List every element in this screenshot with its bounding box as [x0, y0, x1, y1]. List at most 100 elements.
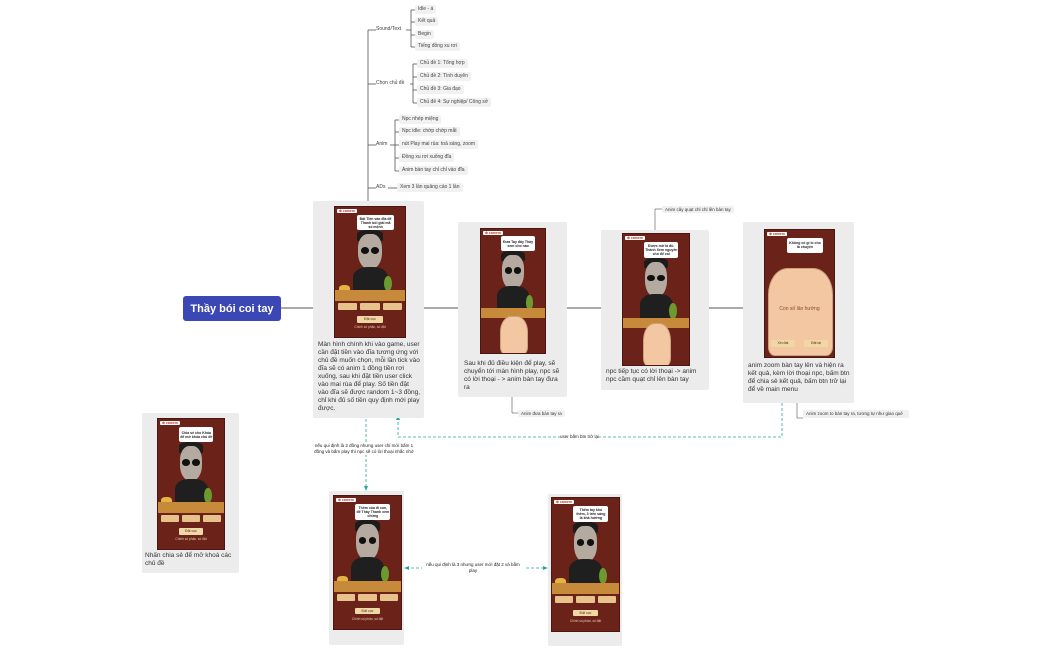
topic-plate-3[interactable] — [379, 594, 399, 602]
npc-body — [639, 294, 673, 321]
caption-hand: Sau khi đủ điều kiện để play, sẽ chuyển … — [464, 360, 560, 391]
gold-ingot-icon — [338, 285, 350, 293]
palm-result-text: Con số lăn hướng — [779, 306, 820, 313]
npc-speech-bubble: Thêm tay khú thêm, 3 trên sáng là khả hư… — [573, 505, 609, 522]
npc-body — [350, 557, 385, 584]
footer-text: Chính số phận, số đặt — [175, 537, 207, 542]
npc-speech-bubble: Được mở là đủ. Thánh Xem nguyên cho để c… — [644, 241, 679, 258]
npc-speech-bubble: Chia sẻ cho Khóa để mở khóa chủ đề — [179, 426, 214, 443]
leaf-anim-4: Đồng xu rơi xuống đĩa — [399, 153, 455, 162]
npc-glasses — [647, 274, 665, 282]
npc-glasses — [360, 247, 380, 254]
table — [623, 317, 689, 329]
play-button[interactable]: Đặt cọc — [355, 607, 380, 615]
footer-text: Chính số phận, số đặt — [354, 325, 386, 330]
npc-body — [497, 286, 529, 311]
leaf-sound-4: Tiếng đồng xu rơi — [415, 42, 460, 51]
note-fan: Anim cây quạt chỉ chỉ lên bàn tay — [662, 206, 734, 213]
npc-speech-bubble: Thêm của đi con, để Thầy Thánh xem chứng — [355, 503, 391, 520]
gold-ingot-icon — [161, 497, 172, 505]
flow-label-back: user bấm btn trở lại — [560, 434, 599, 440]
leaf-sound-2: Kết quả — [415, 17, 439, 26]
npc-speech-bubble: Không có gì lo cho là chuyện — [787, 237, 823, 253]
branch-anim: Anim — [376, 141, 388, 147]
topic-plate-3[interactable] — [597, 596, 617, 604]
topic-plate-2[interactable] — [358, 594, 377, 602]
app-logo: ⊕ camem — [554, 500, 574, 504]
npc-head — [179, 446, 203, 482]
leaf-anim-5: Anim bàn tay chỉ chỉ vào đĩa — [399, 166, 468, 175]
table — [481, 308, 545, 319]
npc-head — [502, 255, 524, 289]
topic-plate-1[interactable] — [554, 596, 574, 604]
play-button[interactable]: Đặt cọc — [179, 528, 203, 535]
root-title[interactable]: Thầy bói coi tay — [183, 296, 281, 321]
note-result: Anim zoom to bàn tay ra, tương tự như gi… — [803, 410, 909, 418]
palm-hand-icon — [500, 315, 528, 353]
footer-text: Chính số phận, số đặt — [569, 619, 602, 624]
palm-hand-icon — [642, 323, 672, 365]
app-logo: ⊕ camem — [337, 209, 357, 213]
npc-glasses — [182, 459, 200, 466]
npc-speech-bubble: Đặt Tiền vào đĩa để Thánh bói giải mã số… — [357, 214, 394, 231]
caption-result: anim zoom bàn tay lên và hiện ra kết quả… — [748, 362, 850, 393]
topic-plate-1[interactable] — [160, 515, 180, 522]
play-button[interactable]: Đặt cọc — [573, 609, 598, 617]
topic-plate-3[interactable] — [202, 515, 222, 522]
branch-ads: ADs — [376, 184, 386, 190]
topic-plate-2[interactable] — [181, 515, 201, 522]
plant-icon — [204, 487, 213, 504]
play-button[interactable]: Đặt cọc — [357, 316, 383, 323]
app-logo: ⊕ camem — [336, 498, 356, 502]
topic-plate-3[interactable] — [382, 303, 403, 310]
leaf-ads-1: Xem 3 lần quảng cáo 1 lần — [397, 183, 463, 192]
leaf-sound-1: Idle - á — [415, 5, 437, 14]
plant-icon — [598, 568, 607, 585]
table — [335, 290, 405, 301]
back-button[interactable]: Đặt lại — [803, 340, 829, 347]
gold-ingot-icon — [337, 575, 349, 584]
leaf-topic-3: Chủ đề 3: Gia đạo — [417, 85, 464, 94]
npc-body — [568, 559, 603, 586]
plant-icon — [669, 303, 678, 320]
app-logo: ⊕ camem — [767, 232, 787, 236]
branch-topic: Chọn chủ đề — [376, 80, 405, 86]
screen-fan: ⊕ camem Được mở là đủ. Thánh Xem nguyên … — [622, 233, 690, 366]
npc-head — [358, 234, 382, 270]
leaf-anim-1: Npc nhép miệng — [399, 115, 442, 124]
table — [158, 502, 224, 513]
leaf-sound-3: Begin — [415, 30, 434, 39]
topic-plate-2[interactable] — [576, 596, 595, 604]
screen-warn2: ⊕ camem Thêm tay khú thêm, 3 trên sáng l… — [551, 497, 620, 632]
npc-head — [574, 525, 597, 562]
plant-icon — [525, 294, 534, 310]
screen-locked: ⊕ camem Chia sẻ cho Khóa để mở khóa chủ … — [157, 418, 225, 550]
table — [334, 581, 401, 592]
screen-result: ⊕ camem Không có gì lo cho là chuyện Con… — [764, 229, 835, 358]
gold-ingot-icon — [555, 577, 567, 586]
app-logo: ⊕ camem — [483, 231, 503, 235]
topic-plate-1[interactable] — [337, 303, 358, 310]
share-button[interactable]: Xin đạt — [770, 340, 796, 347]
npc-glasses — [576, 539, 595, 546]
screen-hand: ⊕ camem Đưa Tay đây Thầy xem cho nào — [480, 228, 546, 354]
leaf-anim-3: nút Play mai rùa: toả sáng, zoom — [399, 140, 479, 149]
leaf-topic-4: Chủ đề 4: Sự nghiệp/ Công sở — [417, 98, 492, 107]
npc-speech-bubble: Đưa Tay đây Thầy xem cho nào — [501, 236, 535, 252]
topic-plate-2[interactable] — [360, 303, 380, 310]
footer-text: Chính số phận, số đặt — [351, 617, 384, 622]
screen-warn1: ⊕ camem Thêm của đi con, để Thầy Thánh x… — [333, 495, 402, 630]
caption-fan: npc tiếp tục có lời thoại -> anim npc cầ… — [606, 368, 697, 383]
app-logo: ⊕ camem — [625, 236, 645, 240]
leaf-topic-1: Chủ đề 1: Tổng hợp — [417, 59, 468, 68]
leaf-topic-2: Chủ đề 2: Tình duyên — [417, 72, 471, 81]
npc-body — [174, 478, 208, 505]
npc-head — [356, 523, 379, 560]
branch-sound: Sound/Text — [376, 26, 402, 32]
topic-plate-1[interactable] — [336, 594, 356, 602]
npc-glasses — [504, 267, 522, 274]
screen-main: ⊕ camem Đặt Tiền vào đĩa để Thánh bói gi… — [334, 206, 406, 338]
flow-label-rule1: nếu qui định là 2 đồng nhưng user chỉ mớ… — [310, 443, 418, 455]
app-logo: ⊕ camem — [160, 421, 180, 425]
npc-glasses — [358, 537, 377, 544]
